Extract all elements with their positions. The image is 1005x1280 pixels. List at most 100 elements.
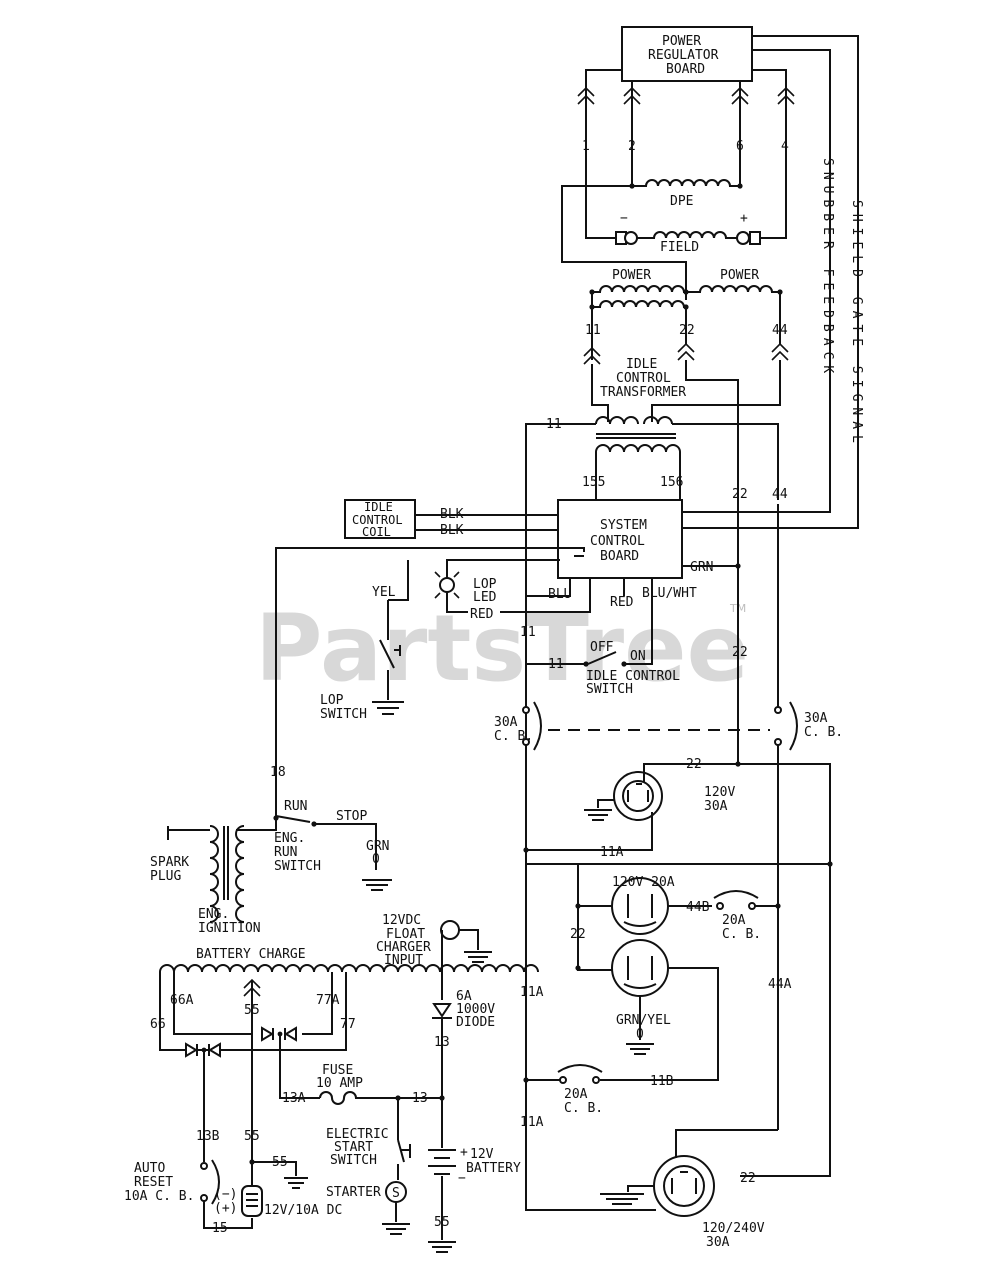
wire-11b: 11B — [650, 1074, 674, 1089]
diagram-label: IDLE — [626, 357, 657, 372]
diagram-label: FLOAT — [386, 927, 425, 942]
diagram-label: C. B. — [564, 1101, 603, 1116]
diagram-label: 12V/10A DC — [264, 1203, 342, 1218]
shield-gate-signal-label: SHIELD GATE SIGNAL — [849, 200, 864, 449]
cb-20a-right — [713, 890, 781, 910]
diagram-label: 120/240V — [702, 1221, 765, 1236]
diagram-label: BATTERY — [466, 1161, 521, 1176]
diagram-label: SYSTEM — [600, 518, 647, 533]
diagram-label: SWITCH — [330, 1153, 377, 1168]
blu-label: BLU — [548, 587, 571, 602]
blu-wht-label: BLU/WHT — [642, 586, 697, 601]
signal-lines — [682, 35, 859, 529]
diagram-label: RUN — [274, 845, 297, 860]
diagram-label: (+) — [214, 1201, 237, 1216]
wire-66a: 66A — [170, 993, 194, 1008]
engine-run-switch — [236, 815, 392, 891]
wire-55: 55 — [244, 1003, 260, 1018]
diagram-label: 0 — [636, 1027, 644, 1042]
diagram-label: SWITCH — [320, 707, 367, 722]
pin-6: 6 — [736, 139, 744, 154]
diode-6a — [432, 1003, 452, 1098]
starter-motor: S — [382, 1181, 410, 1235]
diagram-label: − — [458, 1171, 466, 1186]
diagram-label: START — [334, 1140, 373, 1155]
diagram-label: PLUG — [150, 869, 181, 884]
grn-label: GRN — [690, 560, 713, 575]
wire-13-b: 13 — [412, 1091, 428, 1106]
diagram-label: 30A — [494, 715, 518, 730]
red-label-2: RED — [610, 595, 634, 610]
diagram-label: SPARK — [150, 855, 189, 870]
wire-77a: 77A — [316, 993, 340, 1008]
pin-2: 2 — [628, 139, 636, 154]
regulator-wires — [577, 69, 795, 239]
power-regulator-board: POWER REGULATOR BOARD — [621, 26, 753, 82]
diagram-label: 30A — [706, 1235, 730, 1250]
wire-11a-2: 11A — [520, 985, 544, 1000]
diagram-label: RUN — [284, 799, 307, 814]
diagram-label: GRN/YEL — [616, 1013, 671, 1028]
float-charger-input — [440, 920, 492, 1000]
diagram-label: IDLE CONTROL — [586, 669, 680, 684]
receptacle-120-240v-30a — [600, 1129, 778, 1217]
diagram-label: DIODE — [456, 1015, 495, 1030]
cb-30a-right — [774, 701, 798, 751]
wire-44: 44 — [772, 323, 788, 338]
diagram-label: COIL — [362, 525, 391, 539]
diagram-label: TRANSFORMER — [600, 385, 686, 400]
diagram-label: IDLE — [364, 500, 393, 514]
diagram-label: 12V — [470, 1147, 494, 1162]
diagram-label: SWITCH — [274, 859, 321, 874]
blu-wht-wire — [640, 578, 653, 665]
diagram-label: IGNITION — [198, 921, 261, 936]
blk-1: BLK — [440, 507, 464, 522]
diagram-label: BOARD — [600, 549, 639, 564]
power-windings — [583, 285, 789, 365]
diagram-label: CONTROL — [352, 513, 403, 527]
wire-22-c: 22 — [732, 645, 748, 660]
wire-55-b: 55 — [244, 1129, 260, 1144]
field-plus: + — [740, 211, 748, 226]
diagram-label: 6A — [456, 989, 472, 1004]
diagram-label: STOP — [336, 809, 367, 824]
electric-start-switch — [397, 1098, 411, 1180]
diagram-label: BOARD — [666, 62, 705, 77]
wire-22-bus — [737, 566, 831, 1177]
diagram-label: GRN — [366, 839, 389, 854]
wire-11-d: 11 — [548, 657, 564, 672]
wire-11: 11 — [585, 323, 601, 338]
diagram-label: 120V — [704, 785, 735, 800]
wire-66: 66 — [150, 1017, 166, 1032]
lop-switch — [372, 600, 404, 715]
wire-13: 13 — [434, 1035, 450, 1050]
wire-55-d: 55 — [434, 1215, 450, 1230]
diagram-label: 18 — [270, 765, 286, 780]
diagram-label: POWER — [662, 34, 701, 49]
diagram-label: S — [392, 1186, 400, 1201]
dc-output-12v — [241, 1159, 308, 1217]
diagram-label: ENG. — [274, 831, 305, 846]
diagram-label: CONTROL — [590, 534, 645, 549]
diagram-label: 10 AMP — [316, 1076, 363, 1091]
diagram-label: + — [460, 1145, 468, 1160]
idle-control-coil: IDLE CONTROL COIL — [344, 499, 558, 539]
system-control-board: SYSTEM CONTROL BOARD — [557, 499, 683, 579]
diagram-label: SNUBBER FEEDBACK — [820, 158, 835, 379]
wire-77: 77 — [340, 1017, 356, 1032]
wire-11-c: 11 — [520, 625, 536, 640]
cb-30a-left — [522, 701, 542, 751]
diagram-label: REGULATOR — [648, 48, 719, 63]
wire-13a: 13A — [282, 1091, 306, 1106]
diagram-label: 20A — [564, 1087, 588, 1102]
diagram-label: SWITCH — [586, 682, 633, 697]
yel-wire — [388, 560, 409, 601]
red-label-1: RED — [470, 607, 494, 622]
duplex-receptacle — [526, 861, 833, 1081]
wire-22-f: 22 — [570, 927, 586, 942]
diagram-label: ON — [630, 649, 646, 664]
wire-22-b: 22 — [732, 487, 748, 502]
pin-1: 1 — [582, 139, 590, 154]
diagram-label: 20A — [722, 913, 746, 928]
